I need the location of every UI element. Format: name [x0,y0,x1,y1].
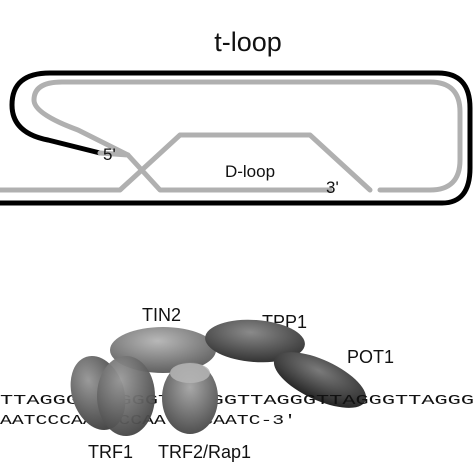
tloop-light-strand [31,79,463,193]
trf2-rap1-label: TRF2/Rap1 [158,442,251,462]
pot1-protein [273,352,367,408]
tloop-dark-strand [0,70,473,206]
dloop-light-cross [97,150,333,193]
sequence-top: TTAGGGTTAGGGTTAGGGTTAGGGTTAGGGTTAGGG [0,394,474,409]
tin2-label: TIN2 [142,305,181,325]
tpp1-protein [205,319,305,363]
five-prime-label: 5' [103,145,116,164]
three-prime-label: 3' [326,178,339,197]
rap1-protein-cap [170,363,210,383]
trf1-protein-lobe-right [97,356,155,436]
dloop-label: D-loop [225,162,275,181]
trf1-label: TRF1 [88,442,133,462]
pot1-label: POT1 [347,347,394,367]
dloop-light-upper [0,132,373,193]
tloop-title: t-loop [214,27,282,57]
